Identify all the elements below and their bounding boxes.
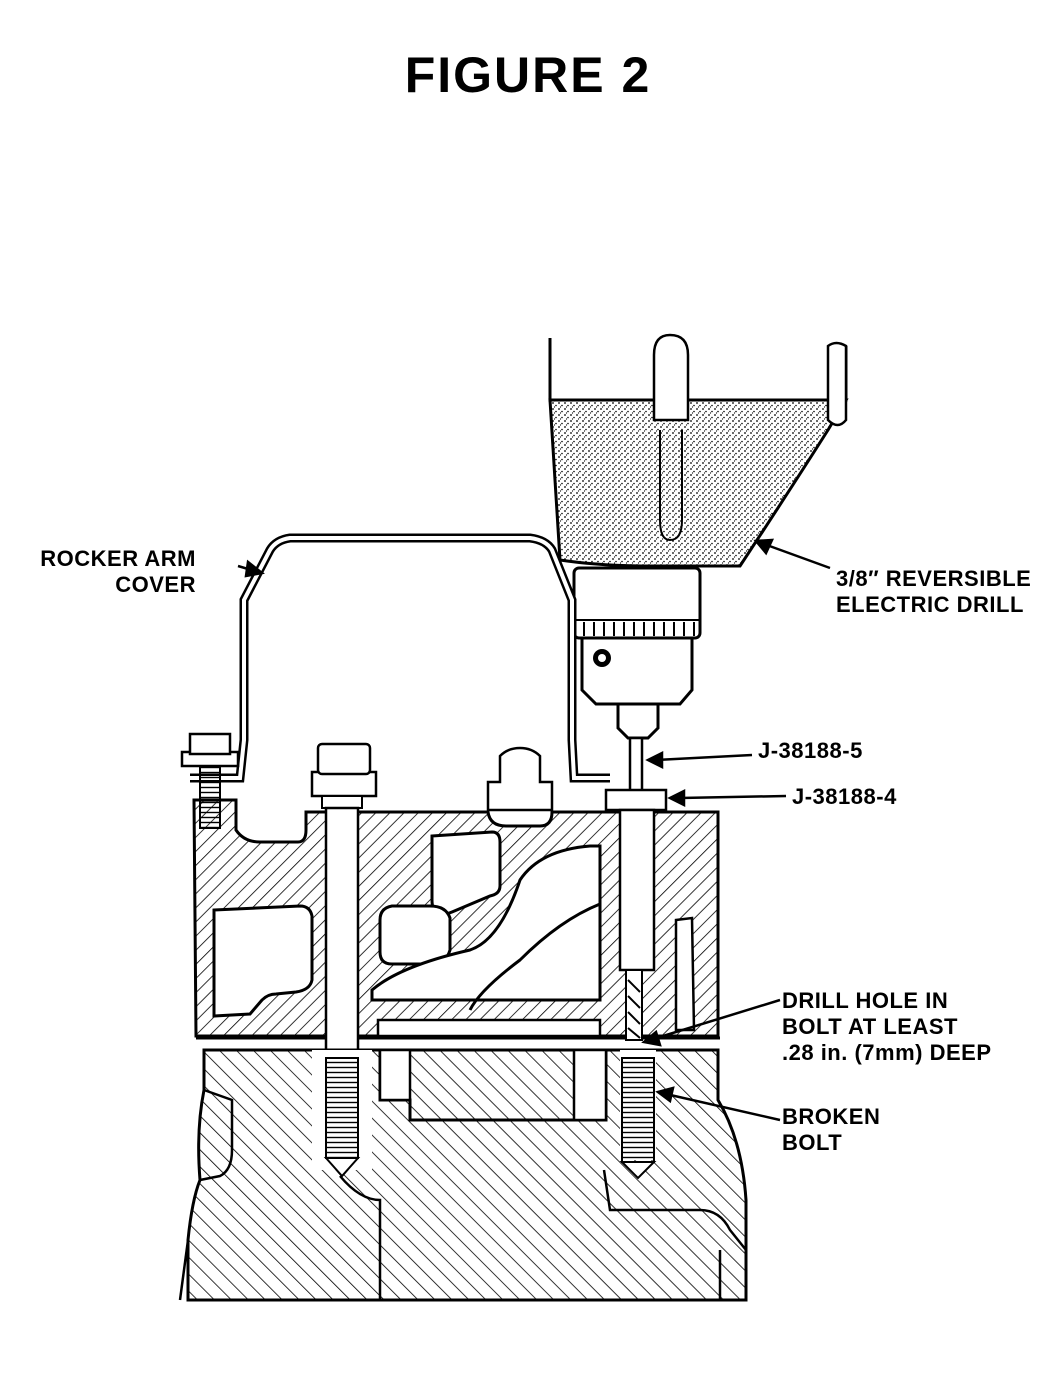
label-rocker-line-1: ROCKER ARM [40, 546, 196, 571]
rocker-arm-cover [190, 533, 610, 783]
drill-bit-j38188-5 [628, 736, 644, 794]
leader-lines [237, 538, 831, 1122]
label-broken-line-2: BOLT [782, 1130, 843, 1155]
stud-boss [486, 746, 554, 812]
label-j38188-4: J-38188-4 [792, 784, 897, 809]
drill-guide-j38188-4 [604, 788, 668, 1041]
label-rocker-line-2: COVER [115, 572, 196, 597]
electric-drill [548, 333, 849, 794]
label-drill-hole-line-3: .28 in. (7mm) DEEP [782, 1040, 992, 1065]
label-drill-line-2: ELECTRIC DRILL [836, 592, 1024, 617]
broken-bolt [621, 1057, 655, 1163]
figure-title: FIGURE 2 [404, 47, 652, 103]
engine-block [178, 1048, 748, 1302]
label-drill-hole-line-1: DRILL HOLE IN [782, 988, 949, 1013]
label-broken-line-1: BROKEN [782, 1104, 881, 1129]
label-drill-line-1: 3/8″ REVERSIBLE [836, 566, 1032, 591]
cover-bolt-left [180, 732, 240, 829]
label-j38188-5: J-38188-5 [758, 738, 863, 763]
label-rocker-arm-cover: ROCKER ARM COVER [16, 546, 196, 598]
label-drill-hole: DRILL HOLE IN BOLT AT LEAST .28 in. (7mm… [782, 988, 992, 1066]
label-drill-hole-line-2: BOLT AT LEAST [782, 1014, 958, 1039]
label-broken-bolt: BROKEN BOLT [782, 1104, 880, 1156]
label-electric-drill: 3/8″ REVERSIBLE ELECTRIC DRILL [836, 566, 1031, 618]
